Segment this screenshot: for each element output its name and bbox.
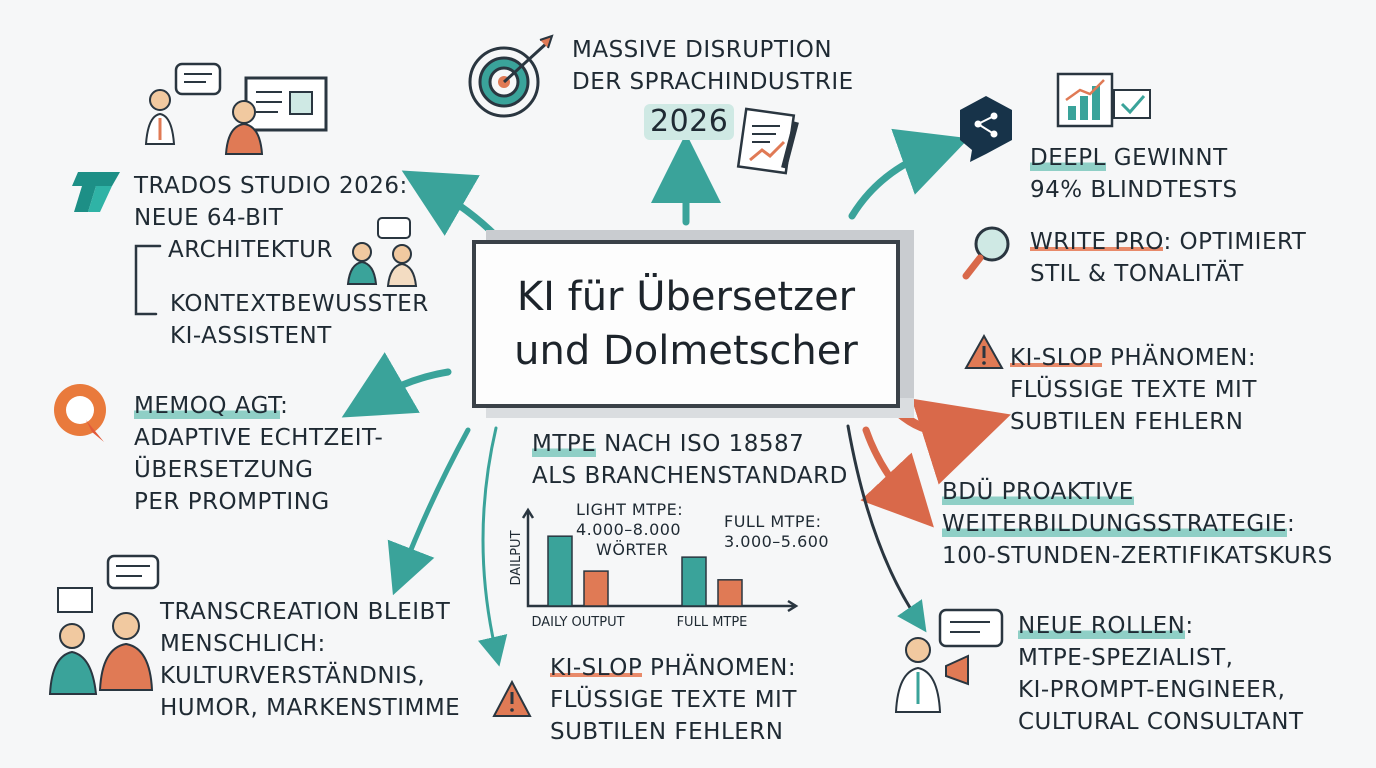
bar-1-0 [681,556,707,607]
megaphone-icon [894,608,1004,713]
node-year: 2026 [644,104,735,140]
warning-icon [964,333,1004,369]
target-icon [468,34,554,118]
node-slop-bottom: KI-SLOP PHÄNOMEN: FLÜSSIGE TEXTE MIT SUB… [550,652,797,748]
annotation-full-line1: FULL MTPE: [724,512,822,531]
deepl-rest: GEWINNT [1105,145,1228,171]
growth-chart-icon [1056,72,1151,128]
rollen-colon: : [1185,613,1194,639]
node-write: WRITE PRO: OPTIMIERT STIL & TONALITÄT [1030,226,1306,290]
node-rollen: NEUE ROLLEN: MTPE-SPEZIALIST, KI-PROMPT-… [1018,610,1304,738]
transcreation-line4: HUMOR, MARKENSTIMME [160,695,461,721]
mtpe-title: MTPE [532,431,597,457]
bar-0-0 [547,535,573,607]
rollen-line2: MTPE-SPEZIALIST, [1018,645,1234,671]
slop-bottom-rest: PHÄNOMEN: [642,655,797,681]
bar-0-1 [583,570,609,607]
trados-line2: NEUE 64-BIT [134,205,284,231]
year-label: 2026 [644,104,735,140]
annotation-light-line1: LIGHT MTPE: [576,500,684,519]
bdu-colon: : [1287,511,1296,537]
slop-bottom-title: KI-SLOP [550,655,643,681]
mtpe-line2: ALS BRANCHENSTANDARD [532,463,848,489]
x-tick-label-1: FULL MTPE [677,615,748,630]
memoq-logo-icon [54,384,106,442]
rollen-title: NEUE ROLLEN [1018,613,1186,639]
trados-logo-icon [72,172,120,212]
memoq-line4: PER PROMPTING [134,489,330,515]
chart-annotation-light: LIGHT MTPE: 4.000–8.000 WÖRTER [576,500,683,560]
node-slop-right: KI-SLOP PHÄNOMEN: FLÜSSIGE TEXTE MIT SUB… [1010,342,1257,438]
node-memoq: MEMOQ AGT: ADAPTIVE ECHTZEIT- ÜBERSETZUN… [134,390,383,518]
annotation-light-line2: 4.000–8.000 [576,520,682,539]
annotation-full-line2: 3.000–5.600 [724,532,830,551]
node-bdu: BDÜ PROAKTIVE WEITERBILDUNGSSTRATEGIE: 1… [942,476,1333,572]
slop-bottom-line2: FLÜSSIGE TEXTE MIT [550,687,797,713]
write-line2: STIL & TONALITÄT [1030,261,1244,287]
node-trados: TRADOS STUDIO 2026: NEUE 64-BIT ARCHITEK… [134,170,429,352]
bdu-line1: BDÜ PROAKTIVE [942,479,1134,505]
slop-right-rest: PHÄNOMEN: [1102,345,1257,371]
node-mtpe: MTPE NACH ISO 18587 ALS BRANCHENSTANDARD [532,428,848,492]
write-title: WRITE PRO [1030,229,1164,255]
transcreation-line3: KULTURVERSTÄNDNIS, [160,663,426,689]
presenter-icon [144,62,328,155]
trados-line3: ARCHITEKTUR [168,237,333,263]
connector-arrows [134,128,1011,667]
transcreation-people-icon [48,554,160,695]
node-deepl: DEEPL GEWINNT 94% BLINDTESTS [1030,142,1238,206]
document-chart-icon [736,107,799,175]
trados-line4: KONTEXTBEWUSSTER [170,291,429,317]
central-topic-box: KI für Übersetzer und Dolmetscher [472,240,900,408]
deepl-logo-icon [960,96,1012,162]
central-title-line2: und Dolmetscher [514,328,858,374]
y-axis-arrow [521,507,535,519]
slop-right-line3: SUBTILEN FEHLERN [1010,409,1244,435]
slop-right-line2: FLÜSSIGE TEXTE MIT [1010,377,1257,403]
disruption-line2: DER SPRACHINDUSTRIE [572,69,854,95]
slop-right-title: KI-SLOP [1010,345,1103,371]
node-disruption: MASSIVE DISRUPTION DER SPRACHINDUSTRIE [572,34,854,98]
x-tick-label-0: DAILY OUTPUT [531,615,624,630]
trados-line1: TRADOS STUDIO 2026: [134,173,408,199]
warning-icon-bottom [492,679,532,717]
memoq-line3: ÜBERSETZUNG [134,457,314,483]
slop-bottom-line3: SUBTILEN FEHLERN [550,719,784,745]
mtpe-rest: NACH ISO 18587 [596,431,805,457]
mtpe-bar-chart: DAILPUT DAILY OUTPUT FULL MTPE [509,507,799,630]
trados-line5: KI-ASSISTENT [170,323,332,349]
rollen-line3: KI-PROMPT-ENGINEER, [1018,677,1286,703]
bar-1-1 [717,579,743,607]
memoq-title: MEMOQ AGT [134,393,281,419]
x-axis-arrow [787,599,799,613]
memoq-colon: : [280,393,289,419]
people-icon [346,217,418,287]
deepl-line2: 94% BLINDTESTS [1030,177,1238,203]
magnifier-icon [962,226,1010,280]
transcreation-line2: MENSCHLICH: [160,631,326,657]
memoq-line2: ADAPTIVE ECHTZEIT- [134,425,384,451]
chart-annotation-full: FULL MTPE: 3.000–5.600 [724,512,829,552]
transcreation-line1: TRANSCREATION BLEIBT [160,599,451,625]
central-title-line1: KI für Übersetzer [516,274,856,320]
annotation-light-line3: WÖRTER [596,540,669,559]
rollen-line4: CULTURAL CONSULTANT [1018,709,1304,735]
node-transcreation: TRANSCREATION BLEIBT MENSCHLICH: KULTURV… [160,596,460,724]
bdu-line3: 100-STUNDEN-ZERTIFIKATSKURS [942,543,1333,569]
deepl-title: DEEPL [1030,145,1106,171]
bdu-line2: WEITERBILDUNGSSTRATEGIE [942,511,1288,537]
disruption-line1: MASSIVE DISRUPTION [572,37,833,63]
y-axis-label: DAILPUT [509,530,524,585]
write-rest: : OPTIMIERT [1163,229,1307,255]
